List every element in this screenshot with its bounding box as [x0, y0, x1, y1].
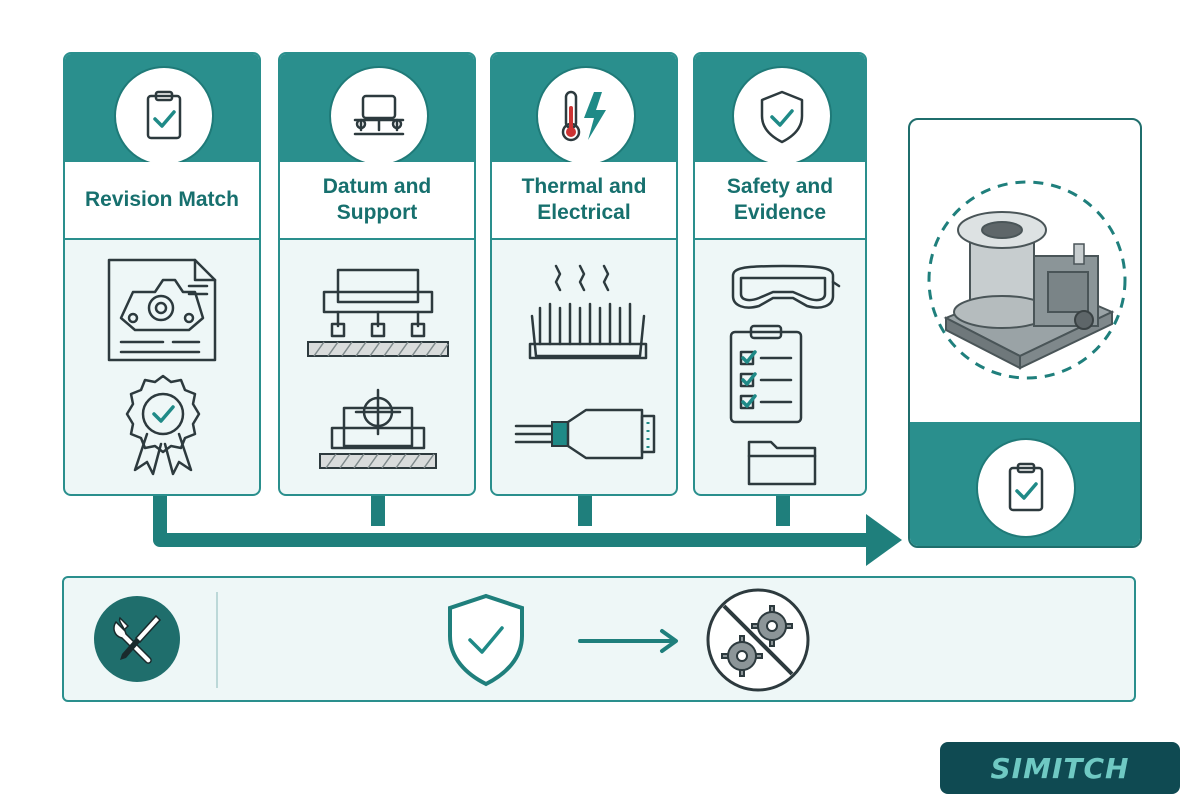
- award-badge-icon: [125, 374, 201, 476]
- panel-divider: [216, 592, 218, 688]
- no-gears-icon: [706, 588, 810, 692]
- step-title: Revision Match: [65, 162, 259, 240]
- folder-icon: [747, 440, 817, 486]
- result-card: [908, 118, 1142, 548]
- checklist-clipboard-icon: [729, 324, 803, 424]
- flow-arrowhead: [866, 514, 902, 566]
- tools-icon: [94, 596, 180, 682]
- assembled-part-icon: [927, 180, 1127, 380]
- drawing-document-icon: [107, 258, 217, 362]
- step-card-thermal-electrical: Thermal and Electrical: [490, 52, 678, 496]
- safety-goggles-icon: [731, 264, 841, 309]
- step-card-safety-evidence: Safety and Evidence: [693, 52, 867, 496]
- arrow-right-icon: [578, 629, 678, 653]
- step-title: Thermal and Electrical: [492, 162, 676, 240]
- connector-cable-icon: [514, 408, 656, 460]
- step-title: Datum and Support: [280, 162, 474, 240]
- shield-check-icon: [732, 66, 832, 166]
- clipboard-check-icon: [114, 66, 214, 166]
- step-card-revision-match: Revision Match: [63, 52, 261, 496]
- step-title: Safety and Evidence: [695, 162, 865, 240]
- datum-target-icon: [319, 388, 437, 469]
- shield-check-icon: [448, 593, 524, 687]
- bottom-panel: [62, 576, 1136, 702]
- step-card-datum-support: Datum and Support: [278, 52, 476, 496]
- fixture-icon: [329, 66, 429, 166]
- brand-logo: SIMITCH: [940, 742, 1180, 794]
- brand-logo-text: SIMITCH: [990, 751, 1130, 785]
- heatsink-icon: [528, 264, 648, 360]
- thermometer-lightning-icon: [536, 66, 636, 166]
- clipboard-check-icon: [976, 438, 1076, 538]
- support-pins-icon: [307, 268, 449, 357]
